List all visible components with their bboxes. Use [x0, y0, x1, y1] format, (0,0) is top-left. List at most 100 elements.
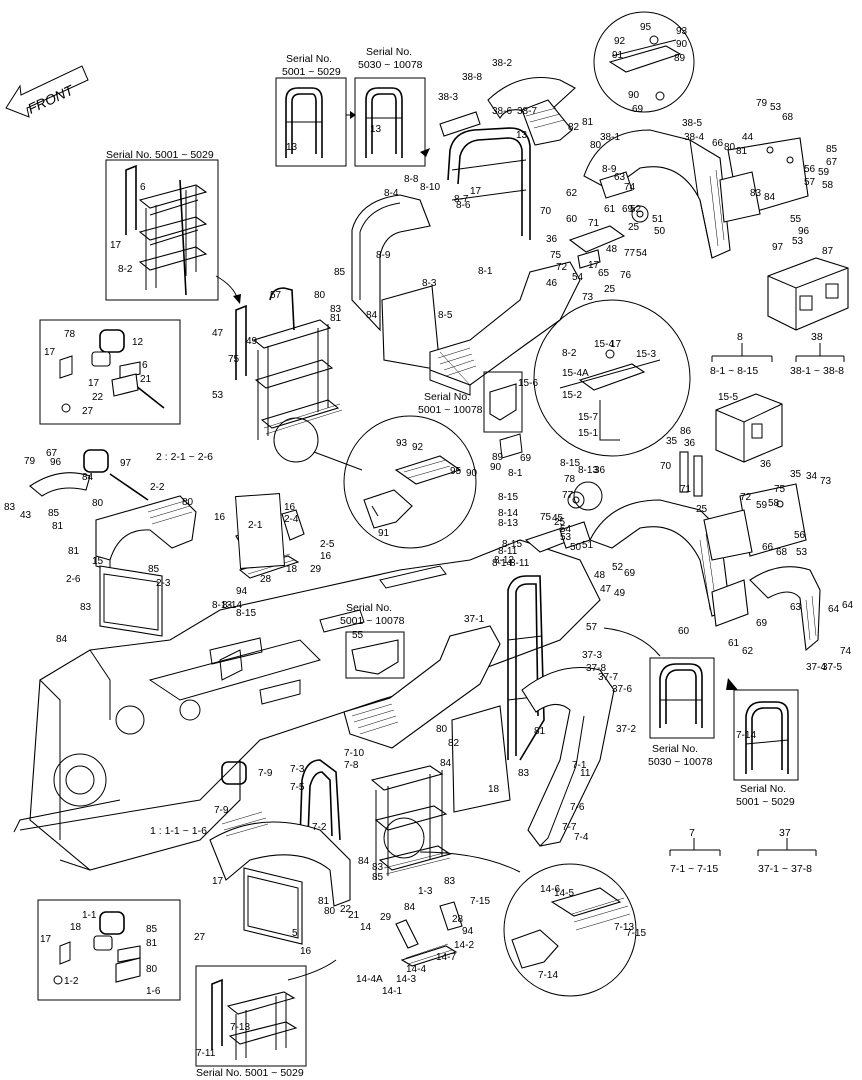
callout-label: 57: [804, 177, 816, 188]
callout-label: 14: [360, 922, 372, 933]
callout-label: 94: [236, 586, 248, 597]
callout-label: 82: [568, 122, 580, 133]
callout-label: 71: [588, 218, 600, 229]
caption-serial: Serial No.: [366, 46, 412, 58]
callout-label: 37-8: [586, 663, 606, 674]
callout-label: 21: [140, 374, 152, 385]
callout-label: 55: [790, 214, 802, 225]
callout-label: 2-1: [248, 520, 263, 531]
callout-label: 38-3: [438, 92, 458, 103]
callout-label: 17: [470, 186, 482, 197]
callout-label: 87: [822, 246, 834, 257]
callout-label: 1-3: [418, 886, 433, 897]
callout-label: 15-5: [718, 392, 738, 403]
callout-label: 77: [624, 248, 636, 259]
callout-label: 50: [654, 226, 666, 237]
callout-label: 92: [412, 442, 424, 453]
callout-label: 13: [516, 130, 528, 141]
callout-label: 85: [48, 508, 60, 519]
callout-label: 14-7: [436, 952, 456, 963]
callout-label: 15-3: [636, 349, 656, 360]
callout-label: 38-5: [682, 118, 702, 129]
callout-label: 82: [448, 738, 460, 749]
callout-label: 57: [586, 622, 598, 633]
ladder-8-2-small: [125, 164, 208, 296]
lamp-14-parts: [53, 911, 141, 985]
callout-label: 7-9: [258, 768, 273, 779]
callout-label: 15-2: [562, 390, 582, 401]
callout-label: 75: [228, 354, 240, 365]
callout-label: 53: [796, 547, 808, 558]
callout-label: 80: [324, 906, 336, 917]
fender-37-1: [589, 499, 731, 617]
callout-label: 86: [680, 426, 692, 437]
callout-label: 65: [598, 268, 610, 279]
fender-37-2: [749, 566, 821, 652]
callout-label: 37-1: [464, 614, 484, 625]
callout-label: 17: [110, 240, 122, 251]
detail-circle-step: [273, 417, 319, 463]
handrail-11-b: [745, 701, 789, 774]
callout-label: 60: [566, 214, 578, 225]
handrail-11-a: [659, 663, 703, 728]
callout-label: 11: [580, 768, 591, 779]
callout-label: 14-2: [454, 940, 474, 951]
callout-label: 47: [212, 328, 224, 339]
callout-label: 78: [64, 329, 76, 340]
callout-label: 7-14: [736, 730, 756, 741]
callout-label: 17: [88, 378, 100, 389]
inset-box-lamp-15: [39, 319, 181, 425]
mudflap-2-5: [99, 565, 163, 637]
callout-label: 27: [82, 406, 94, 417]
callout-label: 7-15: [470, 896, 490, 907]
callout-label: 53: [212, 390, 224, 401]
callout-label: 80: [724, 142, 736, 153]
detail-circle-bracket-mid: [533, 299, 691, 457]
callout-label: 69: [622, 204, 634, 215]
cover-83: [703, 509, 753, 561]
callout-label: 64: [828, 604, 840, 615]
group-bracket-7: [669, 838, 721, 856]
callout-label: 38-1: [600, 132, 620, 143]
callout-label: 8-5: [438, 310, 453, 321]
callout-label: 69: [632, 104, 644, 115]
callout-label: 36: [760, 459, 772, 470]
callout-label: 75: [550, 250, 562, 261]
callout-label: 53: [770, 102, 782, 113]
lamp-15-parts: [59, 329, 165, 413]
callout-label: 93: [676, 26, 688, 37]
callout-label: 61: [604, 204, 616, 215]
group-num: 7: [689, 827, 695, 839]
callout-label: 37-4: [806, 662, 826, 673]
callout-label: 47: [600, 584, 612, 595]
group-num: 8: [737, 331, 743, 343]
leader-arrow: [419, 851, 521, 873]
callout-label: 58: [822, 180, 834, 191]
callout-label: 81: [318, 896, 330, 907]
callout-label: 58: [768, 498, 780, 509]
callout-label: 35: [666, 436, 678, 447]
callout-label: 53: [792, 236, 804, 247]
callout-label: 8-13: [578, 465, 598, 476]
cover-84: [719, 171, 761, 223]
callout-label: 22: [340, 904, 352, 915]
callout-label: 84: [358, 856, 370, 867]
step-deck-8-1: [429, 261, 581, 396]
callout-label: 14-5: [554, 888, 574, 899]
callout-label: 61: [728, 638, 740, 649]
callout-label: 80: [314, 290, 326, 301]
caption-serial: Serial No.: [424, 391, 470, 403]
caption-box: Serial No. 5001 ~ 5029: [196, 1067, 304, 1079]
callout-label: 92: [614, 36, 626, 47]
callout-label: 14-3: [396, 974, 416, 985]
caption-range: 5001 ~ 10078: [340, 615, 405, 627]
callout-label: 52: [612, 562, 624, 573]
callout-label: 90: [628, 90, 640, 101]
callout-label: 51: [582, 540, 594, 551]
callout-label: 59: [818, 167, 830, 178]
callout-label: 81: [52, 521, 64, 532]
callout-label: 17: [588, 260, 600, 271]
callout-label: 8-2: [562, 348, 577, 359]
